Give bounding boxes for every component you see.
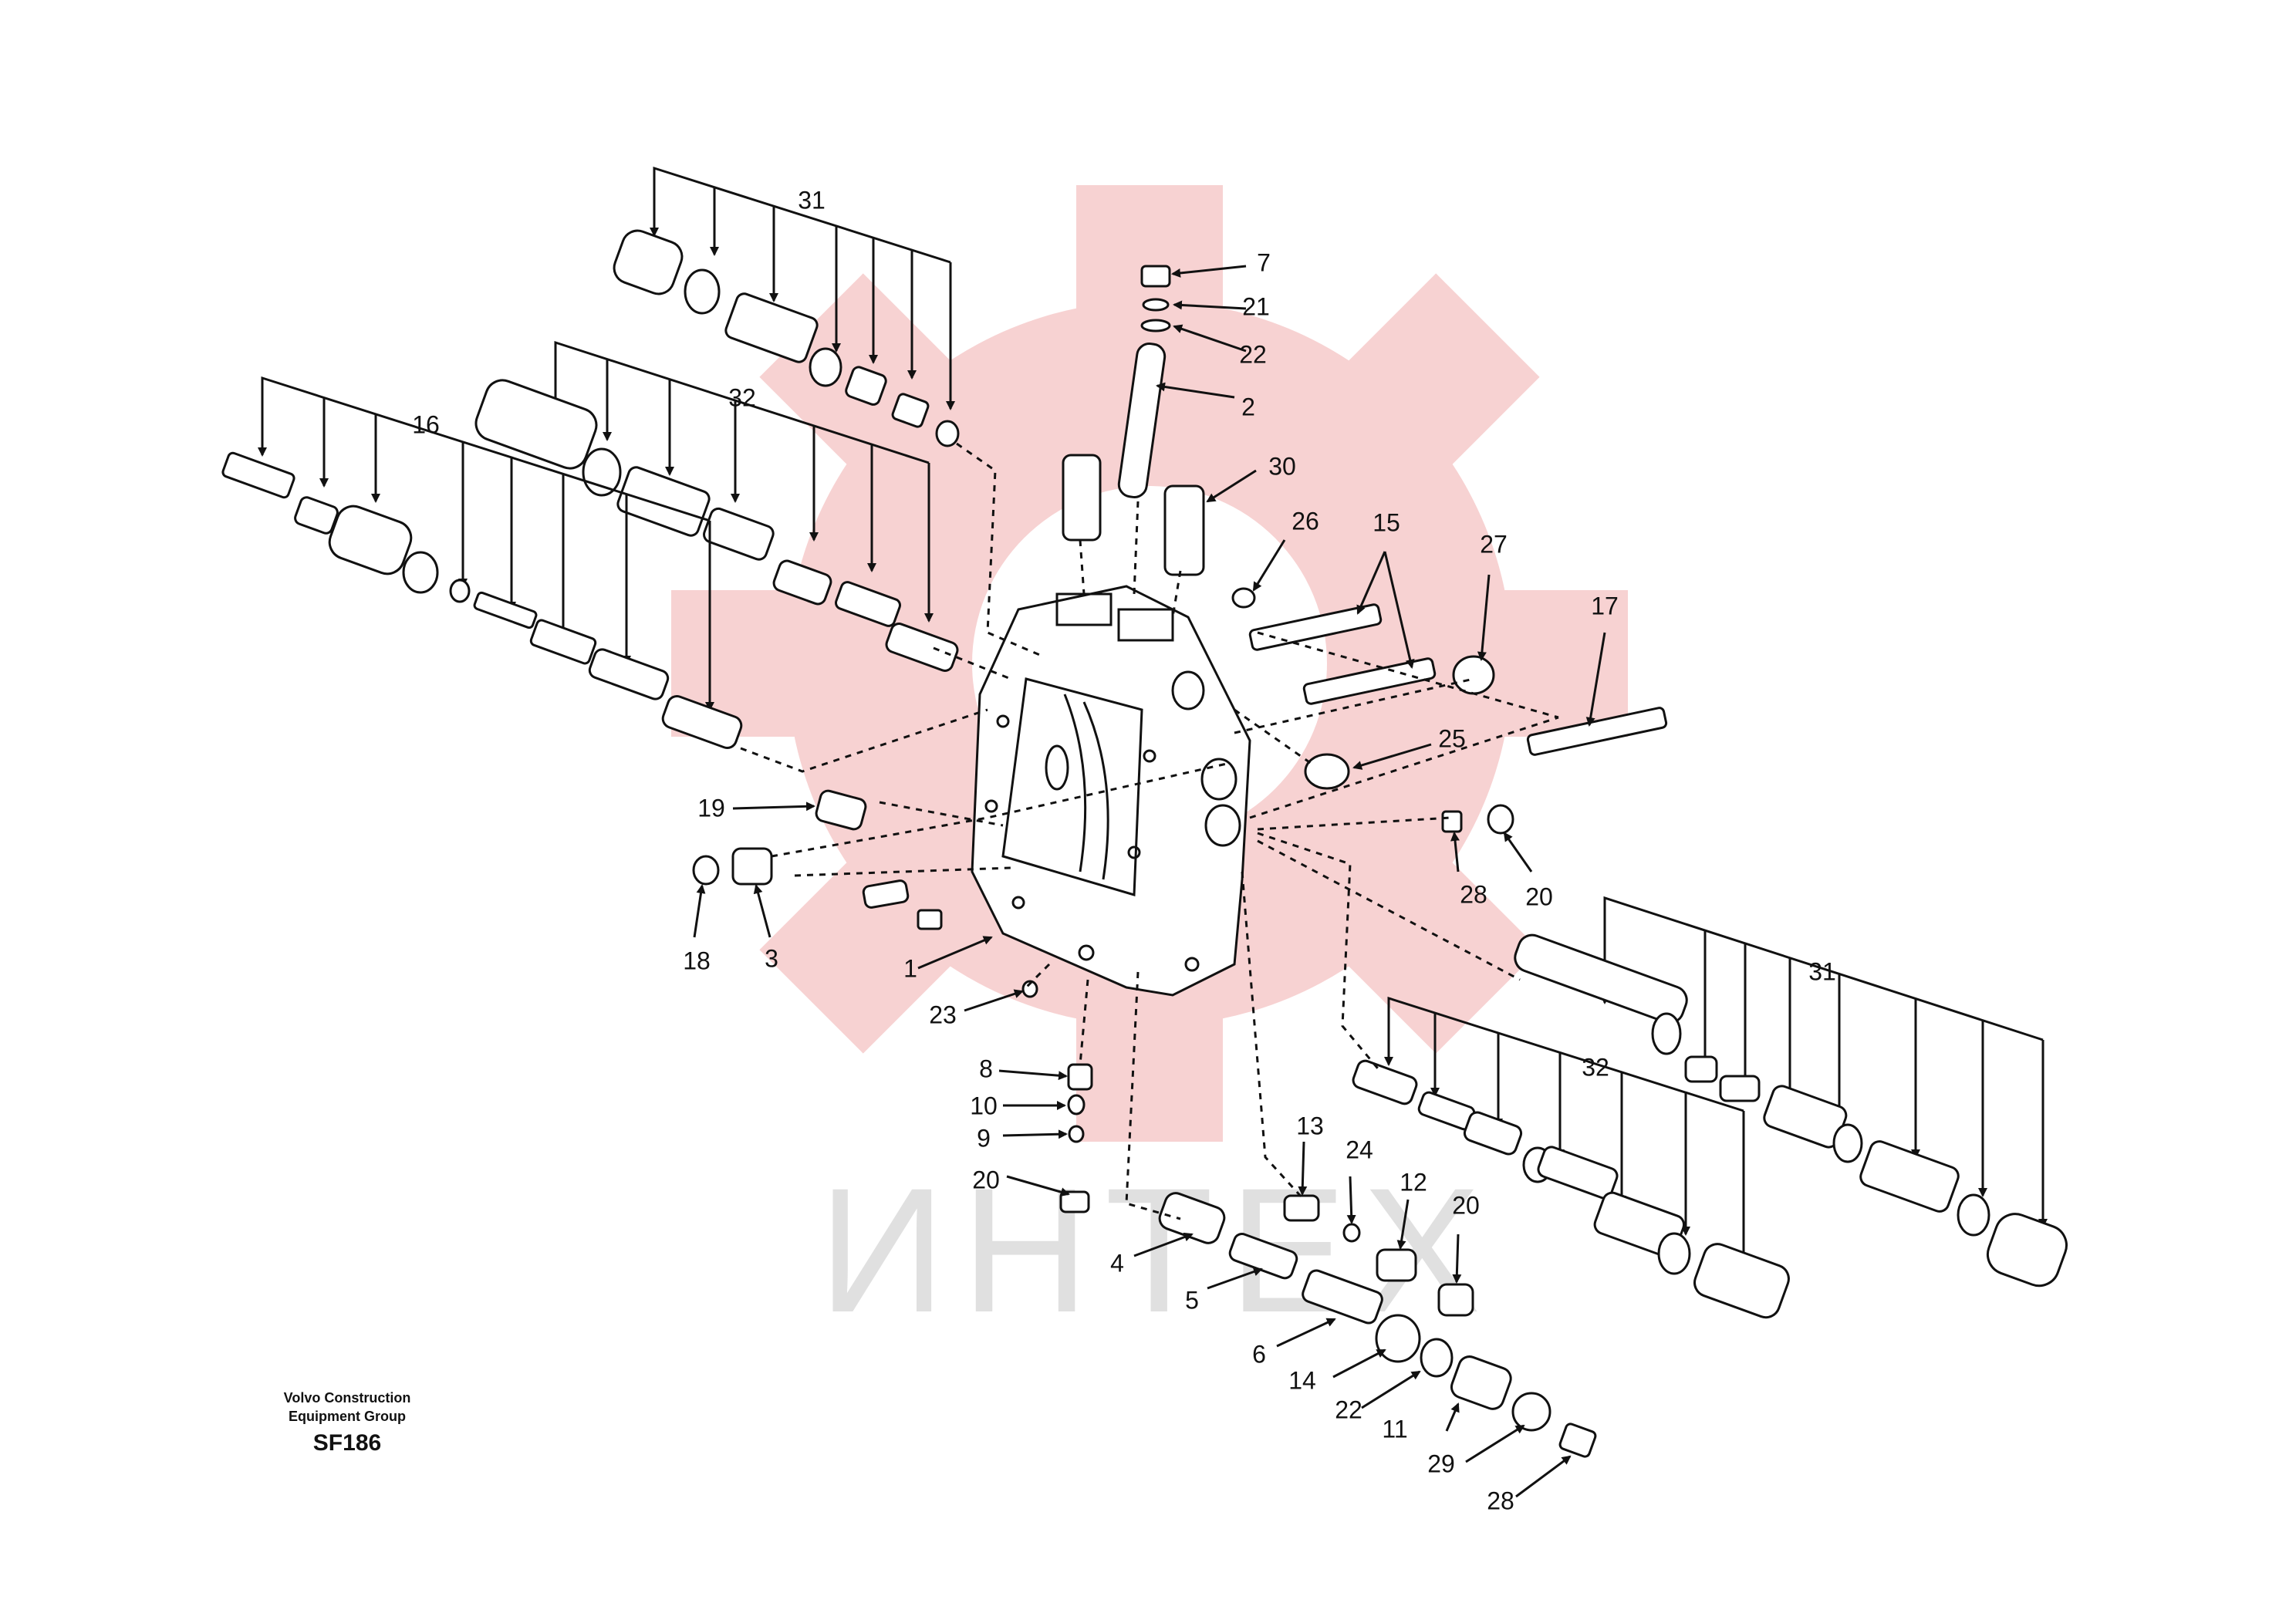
left-small-parts xyxy=(692,789,1093,1213)
callout-3: 3 xyxy=(765,944,778,972)
callout-1: 1 xyxy=(903,954,917,982)
callout-12: 12 xyxy=(1400,1168,1427,1196)
callout-11: 11 xyxy=(1382,1415,1407,1443)
callout-labels: 31 32 16 7 21 22 2 30 26 15 27 17 25 19 … xyxy=(412,186,1836,1514)
spool-assembly-32-upper xyxy=(474,340,959,672)
callout-8: 8 xyxy=(979,1055,993,1082)
callout-10: 10 xyxy=(970,1092,998,1119)
callout-24: 24 xyxy=(1346,1136,1373,1163)
callout-13: 13 xyxy=(1296,1112,1324,1139)
callout-21: 21 xyxy=(1242,292,1270,320)
callout-25: 25 xyxy=(1438,724,1466,752)
callout-4: 4 xyxy=(1110,1249,1124,1277)
callout-14: 14 xyxy=(1288,1366,1316,1394)
callout-20-mid: 20 xyxy=(972,1166,1000,1193)
callout-leaders xyxy=(693,265,1606,1498)
callout-29: 29 xyxy=(1427,1450,1455,1477)
callout-19: 19 xyxy=(697,794,725,822)
callout-6: 6 xyxy=(1252,1340,1266,1368)
brand-line-1: Volvo Construction xyxy=(283,1390,411,1406)
assembly-guide-lines xyxy=(740,442,1559,1220)
spool-assembly-left xyxy=(221,376,743,749)
diagram-footer: Volvo Construction Equipment Group SF186 xyxy=(231,1389,463,1456)
bottom-parts xyxy=(1158,1192,1597,1458)
callout-31-lower: 31 xyxy=(1808,957,1836,985)
callout-5: 5 xyxy=(1185,1286,1199,1314)
callout-20-lower: 20 xyxy=(1452,1191,1480,1219)
callout-28-lower: 28 xyxy=(1487,1487,1514,1514)
callout-22-lower: 22 xyxy=(1335,1396,1362,1423)
callout-28-upper: 28 xyxy=(1460,880,1487,908)
callout-32-lower: 32 xyxy=(1582,1053,1609,1081)
callout-22-upper: 22 xyxy=(1239,340,1267,368)
callout-7: 7 xyxy=(1257,248,1271,276)
callout-2: 2 xyxy=(1241,393,1255,420)
callout-26: 26 xyxy=(1292,507,1319,535)
callout-27: 27 xyxy=(1480,530,1508,558)
callout-30: 30 xyxy=(1268,452,1296,480)
spool-assembly-31-upper xyxy=(613,166,960,447)
callout-32-upper: 32 xyxy=(728,383,756,411)
top-parts xyxy=(1062,265,1668,835)
diagram-code: SF186 xyxy=(312,1430,382,1456)
callout-23: 23 xyxy=(929,1001,957,1028)
callout-15: 15 xyxy=(1373,508,1400,536)
brand-line-2: Equipment Group xyxy=(289,1409,406,1424)
callout-20-upper: 20 xyxy=(1525,883,1553,910)
callout-18: 18 xyxy=(683,947,711,974)
spool-assembly-32-lower xyxy=(1352,996,1790,1319)
callout-9: 9 xyxy=(977,1124,991,1152)
callout-17: 17 xyxy=(1591,592,1619,619)
spool-assembly-31-lower xyxy=(1514,896,2068,1288)
callout-16: 16 xyxy=(412,410,440,438)
callout-31-upper: 31 xyxy=(798,186,826,214)
